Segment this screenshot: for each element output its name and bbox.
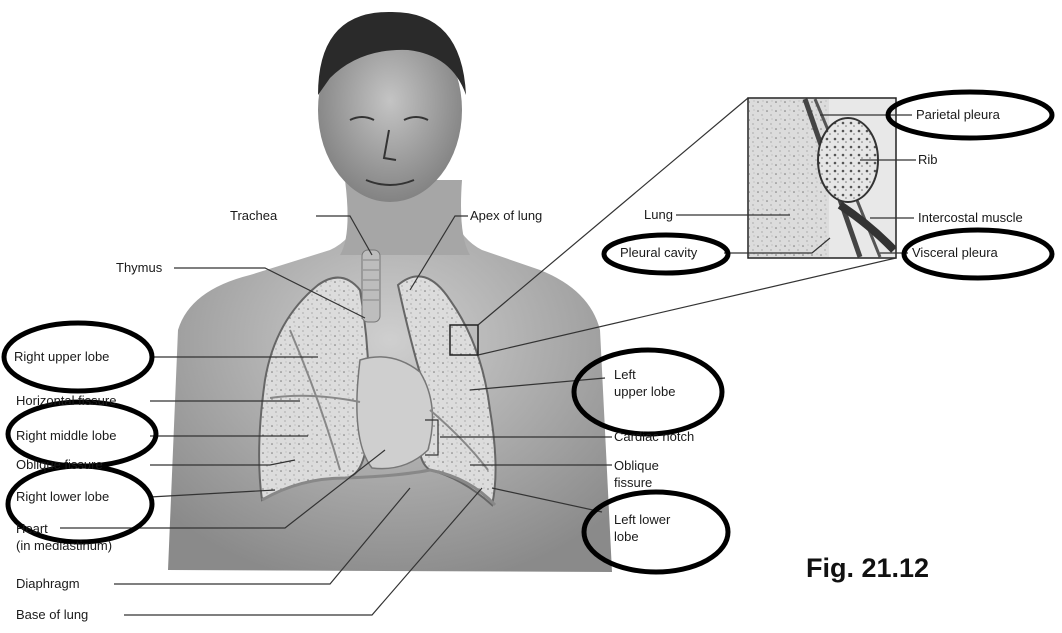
label-lung: Lung bbox=[644, 207, 673, 223]
label-intercostal-muscle: Intercostal muscle bbox=[918, 210, 1023, 226]
label-visceral-pleura: Visceral pleura bbox=[912, 245, 998, 261]
label-diaphragm: Diaphragm bbox=[16, 576, 80, 592]
label-base-of-lung: Base of lung bbox=[16, 607, 88, 623]
label-right-middle-lobe: Right middle lobe bbox=[16, 428, 116, 444]
label-trachea: Trachea bbox=[230, 208, 277, 224]
trachea-shape bbox=[362, 250, 380, 322]
label-right-upper-lobe: Right upper lobe bbox=[14, 349, 109, 365]
label-right-lower-lobe: Right lower lobe bbox=[16, 489, 109, 505]
label-left-upper-lobe: Left upper lobe bbox=[614, 366, 675, 400]
label-oblique-fissure-right: Oblique fissure bbox=[16, 457, 103, 473]
label-parietal-pleura: Parietal pleura bbox=[916, 107, 1000, 123]
label-apex-of-lung: Apex of lung bbox=[470, 208, 542, 224]
label-thymus: Thymus bbox=[116, 260, 162, 276]
label-heart: Heart (in mediastinum) bbox=[16, 520, 112, 554]
label-oblique-fissure-left: Oblique fissure bbox=[614, 457, 659, 491]
label-pleural-cavity: Pleural cavity bbox=[620, 245, 697, 261]
label-horizontal-fissure: Horizontal fissure bbox=[16, 393, 116, 409]
label-rib: Rib bbox=[918, 152, 938, 168]
figure-number: Fig. 21.12 bbox=[806, 553, 929, 584]
heart-shape bbox=[357, 357, 433, 469]
torso bbox=[168, 12, 612, 572]
label-cardiac-notch: Cardiac notch bbox=[614, 429, 694, 445]
label-left-lower-lobe: Left lower lobe bbox=[614, 511, 670, 545]
